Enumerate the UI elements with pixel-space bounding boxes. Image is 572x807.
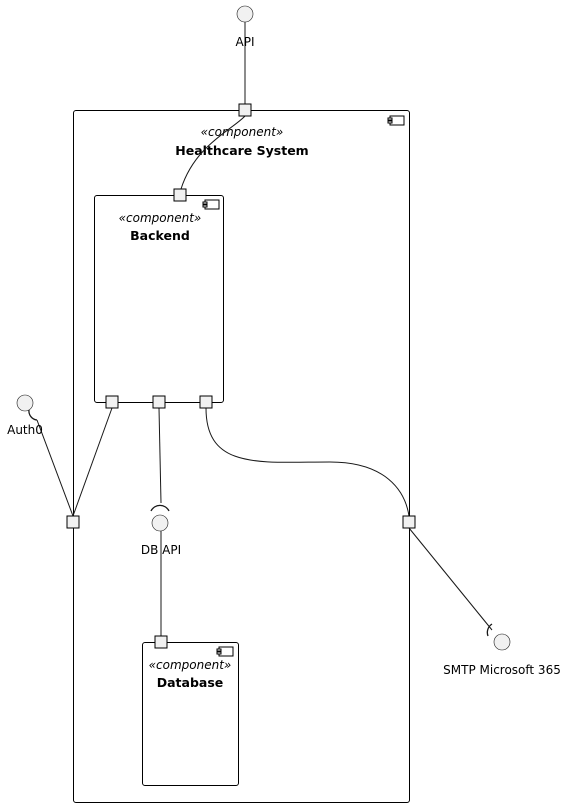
db-api-label: DB API (141, 543, 181, 557)
healthcare-left-port (66, 515, 80, 529)
smtp-lollipop-icon (493, 633, 511, 651)
auth0-lollipop-icon (16, 394, 34, 412)
database-title: Database (157, 675, 224, 690)
backend-title: Backend (130, 228, 190, 243)
api-lollipop-icon (236, 5, 254, 23)
api-interface[interactable]: API (236, 5, 255, 49)
db-api-lollipop-icon (151, 514, 169, 532)
component-icon (202, 199, 220, 210)
smtp-connector (408, 527, 493, 631)
api-label: API (236, 35, 255, 49)
healthcare-right-port (402, 515, 416, 529)
backend-top-port (173, 188, 187, 202)
db-api-interface[interactable]: DB API (141, 504, 181, 557)
backend-to-smtp-port-connector (205, 407, 410, 517)
backend-bottom-port-middle (152, 395, 166, 409)
auth0-connector (36, 419, 74, 517)
healthcare-title: Healthcare System (175, 143, 308, 158)
ports (66, 103, 416, 649)
auth0-socket-icon (28, 409, 38, 421)
backend-component[interactable]: «component» Backend (94, 195, 224, 403)
backend-stereotype: «component» (119, 211, 202, 225)
smtp-interface[interactable]: SMTP Microsoft 365 (443, 623, 561, 677)
system-to-backend-connector (180, 115, 246, 190)
database-component[interactable]: «component» Database (142, 642, 239, 786)
component-icon (387, 115, 405, 126)
backend-bottom-port-left (105, 395, 119, 409)
healthcare-top-port (238, 103, 252, 117)
auth0-interface[interactable]: Auth0 (7, 394, 43, 437)
database-stereotype: «component» (149, 658, 232, 672)
backend-to-dbapi-connector (158, 407, 162, 504)
database-top-port (154, 635, 168, 649)
db-api-socket-icon (150, 504, 170, 512)
connectors (36, 22, 493, 636)
backend-bottom-port-right (199, 395, 213, 409)
backend-to-port-left-connector (72, 407, 113, 517)
auth0-label: Auth0 (7, 423, 43, 437)
smtp-socket-icon (486, 623, 493, 637)
smtp-label: SMTP Microsoft 365 (443, 663, 561, 677)
component-icon (216, 646, 234, 657)
healthcare-stereotype: «component» (201, 125, 284, 139)
